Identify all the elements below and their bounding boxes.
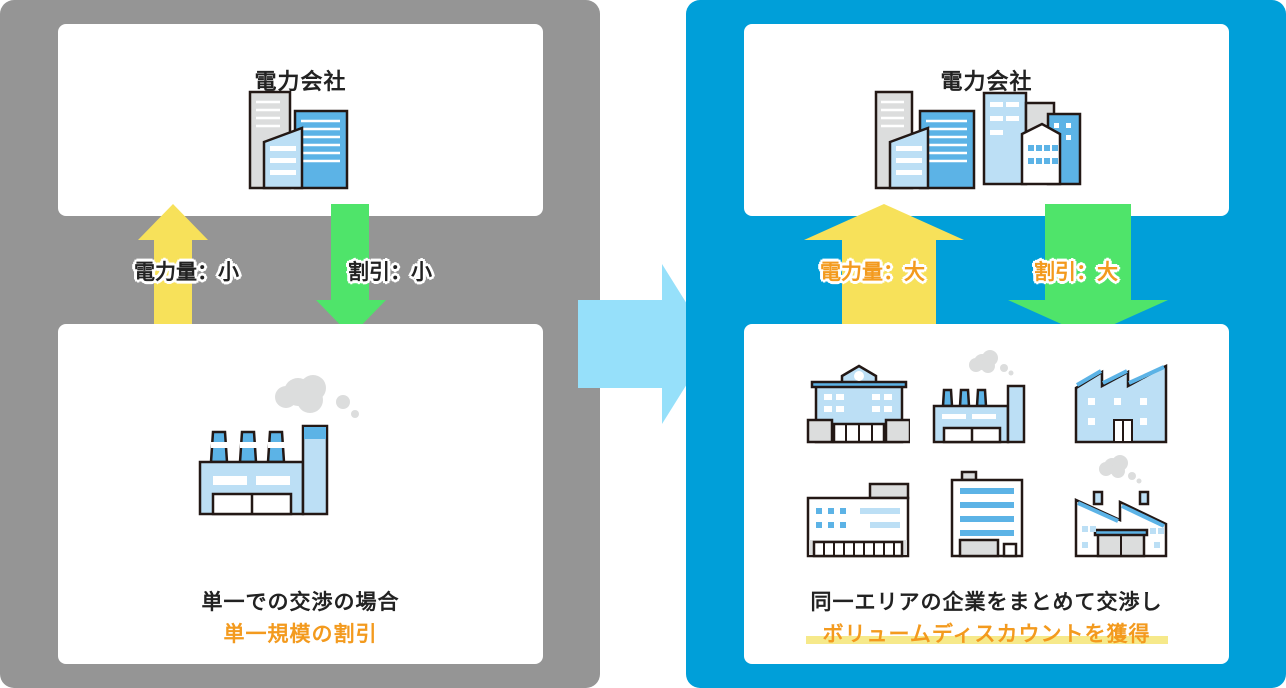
office-buildings-group-icon [874, 90, 1082, 190]
single-negotiation-caption: 単一での交渉の場合 [201, 590, 400, 614]
power-volume-label: 電力量：小 [134, 260, 239, 284]
plant-icon [1074, 455, 1168, 558]
power-volume-label: 電力量：大 [820, 260, 925, 284]
discount-label: 割引：小 [348, 260, 432, 284]
factory-icon [198, 375, 359, 516]
right-arrow-icon [578, 264, 712, 424]
group-negotiation-caption: 同一エリアの企業をまとめて交渉し [810, 590, 1163, 614]
group-companies-card: 同一エリアの企業をまとめて交渉し ボリュームディスカウントを獲得 [744, 324, 1229, 664]
power-volume-up-arrow [804, 204, 964, 336]
result-highlight [806, 636, 1168, 644]
single-discount-result: 単一規模の割引 [223, 622, 378, 646]
power-company-card: 電力会社 [58, 24, 543, 216]
warehouse-icon [806, 482, 910, 558]
single-company-card: 単一での交渉の場合 単一規模の割引 [58, 324, 543, 664]
school-icon [806, 364, 910, 444]
power-company-title: 電力会社 [940, 70, 1033, 95]
discount-down-arrow [1008, 204, 1168, 336]
volume-discount-result: ボリュームディスカウントを獲得 [822, 622, 1151, 646]
power-volume-up-arrow [138, 204, 208, 336]
power-company-card: 電力会社 [744, 24, 1229, 216]
factory-icon [932, 350, 1026, 444]
discount-down-arrow [316, 204, 386, 336]
group-negotiation-panel: 電力会社 電力量：大 割引：大 [686, 0, 1286, 688]
office-buildings-icon [248, 90, 349, 190]
office-building-icon [950, 470, 1024, 558]
sawtooth-factory-icon [1074, 363, 1168, 444]
discount-label: 割引：大 [1034, 260, 1118, 284]
single-negotiation-panel: 電力会社 電力量：小 割引：小 [0, 0, 600, 688]
